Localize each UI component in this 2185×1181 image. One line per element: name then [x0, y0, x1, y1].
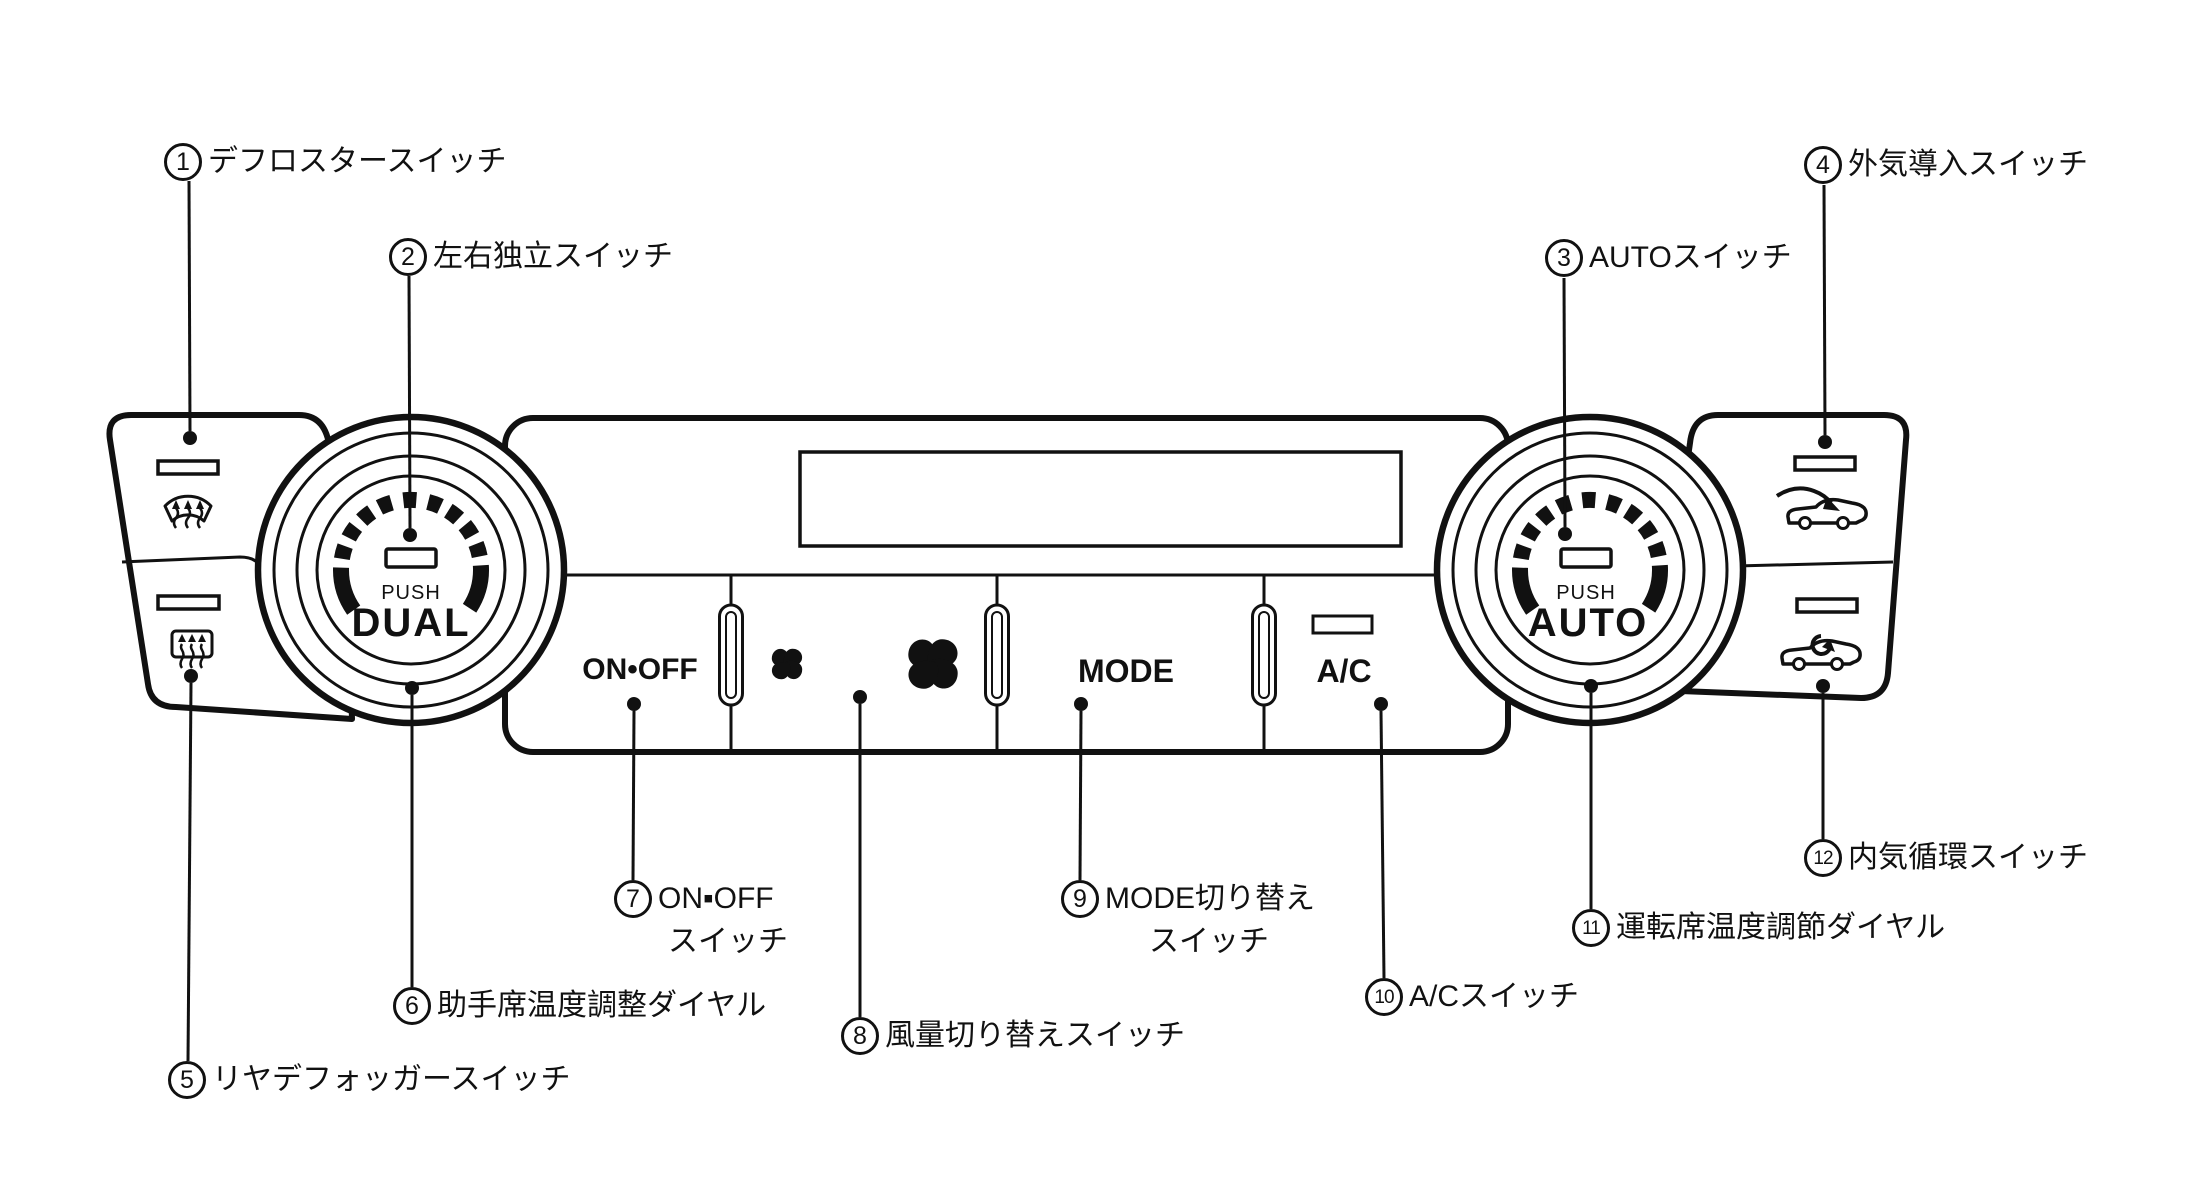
callout-defroster-switch: 1 デフロスタースイッチ: [164, 143, 507, 181]
auto-push-label: PUSH: [1556, 582, 1616, 604]
callout-number: 1: [164, 143, 202, 181]
callout-auto-switch: 3 AUTOスイッチ: [1545, 239, 1792, 277]
callout-text: 内気循環スイッチ: [1848, 841, 2088, 874]
callout-text: 風量切り替えスイッチ: [885, 1019, 1185, 1052]
recirculation-indicator[interactable]: [1795, 597, 1859, 614]
auto-dial-window: [1559, 547, 1613, 569]
callout-text: デフロスタースイッチ: [208, 145, 507, 178]
callout-recirculation-switch: 12 内気循環スイッチ: [1804, 839, 2088, 877]
callout-mode-switch: 9 MODE切り替え スイッチ: [1061, 880, 1315, 961]
leader-lines: [186, 180, 1827, 1062]
rocker-pill-3[interactable]: [1251, 603, 1277, 707]
callout-text: MODE切り替え スイッチ: [1105, 880, 1315, 961]
callout-number: 12: [1804, 839, 1842, 877]
callout-number: 2: [389, 238, 427, 276]
ac-button[interactable]: A/C: [1316, 653, 1371, 689]
callout-text: 助手席温度調整ダイヤル: [437, 989, 767, 1022]
callout-ac-switch: 10 A/Cスイッチ: [1365, 978, 1579, 1016]
fresh-air-intake-icon: [1775, 486, 1868, 530]
dual-dial-window: [384, 547, 438, 569]
display-window: [798, 450, 1403, 548]
rear-defogger-icon: [170, 629, 214, 669]
callout-number: 5: [168, 1061, 206, 1099]
auto-button[interactable]: AUTO: [1528, 601, 1649, 645]
on-off-button[interactable]: ON•OFF: [582, 653, 698, 686]
callout-fresh-air-switch: 4 外気導入スイッチ: [1804, 146, 2088, 184]
fresh-air-indicator[interactable]: [1793, 455, 1857, 472]
callout-number: 7: [614, 880, 652, 918]
callout-fan-speed-switch: 8 風量切り替えスイッチ: [841, 1017, 1185, 1055]
callout-dual-switch: 2 左右独立スイッチ: [389, 238, 673, 276]
callout-text: 左右独立スイッチ: [433, 240, 673, 273]
rocker-pill-2[interactable]: [984, 603, 1010, 707]
defroster-icon: [163, 494, 213, 529]
dual-button[interactable]: DUAL: [351, 601, 470, 645]
callout-text: 運転席温度調節ダイヤル: [1616, 911, 1946, 944]
rear-defogger-indicator[interactable]: [156, 594, 221, 611]
callout-number: 10: [1365, 978, 1403, 1016]
callout-driver-temp-dial: 11 運転席温度調節ダイヤル: [1572, 909, 1945, 947]
callout-text: リヤデフォッガースイッチ: [212, 1063, 571, 1096]
callout-number: 9: [1061, 880, 1099, 918]
leader-dots: [183, 431, 1832, 711]
callout-text: 外気導入スイッチ: [1848, 148, 2088, 181]
callout-number: 8: [841, 1017, 879, 1055]
callout-number: 6: [393, 987, 431, 1025]
defroster-indicator[interactable]: [156, 459, 220, 476]
callout-text-line1: MODE切り替え: [1105, 882, 1315, 915]
callout-passenger-temp-dial: 6 助手席温度調整ダイヤル: [393, 987, 766, 1025]
rocker-pill-1[interactable]: [718, 603, 744, 707]
fan-high-icon[interactable]: [908, 639, 958, 689]
temp-scale-arc: [1512, 491, 1668, 615]
fan-low-icon[interactable]: [771, 648, 803, 680]
callout-text: AUTOスイッチ: [1589, 241, 1792, 274]
mode-button[interactable]: MODE: [1078, 653, 1174, 689]
ac-indicator: [1311, 614, 1374, 635]
callout-number: 3: [1545, 239, 1583, 277]
callout-rear-defogger-switch: 5 リヤデフォッガースイッチ: [168, 1061, 571, 1099]
recirculation-icon: [1780, 634, 1862, 671]
callout-text-line2: スイッチ: [668, 925, 788, 958]
callout-text-line2: スイッチ: [1149, 925, 1269, 958]
callout-text: A/Cスイッチ: [1409, 980, 1580, 1013]
callout-number: 4: [1804, 146, 1842, 184]
callout-number: 11: [1572, 909, 1610, 947]
driver-temp-dial[interactable]: PUSH AUTO: [1433, 413, 1747, 727]
callout-text-line1: ON▪OFF: [658, 882, 774, 915]
callout-text: ON▪OFF スイッチ: [658, 880, 788, 961]
callout-on-off-switch: 7 ON▪OFF スイッチ: [614, 880, 788, 961]
dual-push-label: PUSH: [381, 582, 441, 604]
